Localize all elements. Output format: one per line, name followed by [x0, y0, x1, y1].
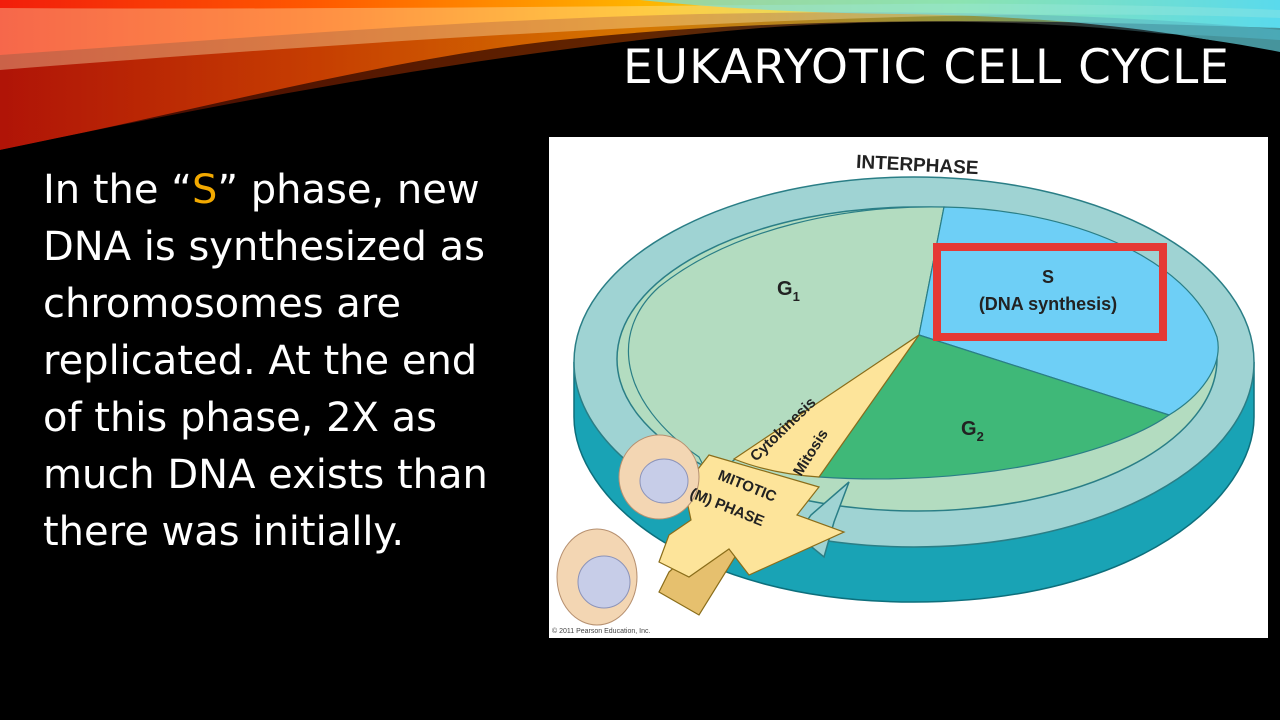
- mitotic-wedge: [732, 334, 920, 478]
- g2-label: G2: [961, 418, 984, 444]
- cell-cycle-diagram-svg: INTERPHASE G1 S (DNA synthesis) G2 Cytok…: [552, 152, 1255, 635]
- s-sector: [918, 206, 1219, 416]
- slide-title: EUKARYOTIC CELL CYCLE: [622, 40, 1230, 95]
- s-label: S: [1042, 267, 1054, 287]
- slide-body-text: In the “S” phase, new DNA is synthesized…: [43, 162, 513, 561]
- body-text-s-highlight: S: [191, 167, 218, 213]
- daughter-cell-upper: [618, 434, 700, 520]
- nucleus-icon: [639, 458, 689, 504]
- cell-cycle-diagram: INTERPHASE G1 S (DNA synthesis) G2 Cytok…: [549, 137, 1268, 638]
- body-text-rest: ” phase, new DNA is synthesized as chrom…: [43, 167, 488, 555]
- daughter-cell-lower: [556, 528, 638, 626]
- g2-sector: [817, 334, 1171, 480]
- banner-swoosh-highlight: [0, 3, 1280, 71]
- interphase-label: INTERPHASE: [856, 152, 979, 179]
- banner-swoosh-dark: [0, 12, 1280, 150]
- banner-black-wedge: [0, 21, 1280, 160]
- decorative-banner: [0, 0, 1280, 160]
- mitotic-arrow: [658, 454, 846, 578]
- s-sub-label: (DNA synthesis): [979, 294, 1117, 314]
- banner-swoosh-cyan: [640, 0, 1280, 55]
- body-text-lead: In the “: [43, 167, 192, 213]
- nucleus-icon: [577, 555, 631, 609]
- s-phase-highlight-box: [933, 243, 1167, 341]
- copyright-text: © 2011 Pearson Education, Inc.: [552, 627, 650, 635]
- g1-label: G1: [777, 278, 800, 304]
- g1-sector: [627, 206, 945, 478]
